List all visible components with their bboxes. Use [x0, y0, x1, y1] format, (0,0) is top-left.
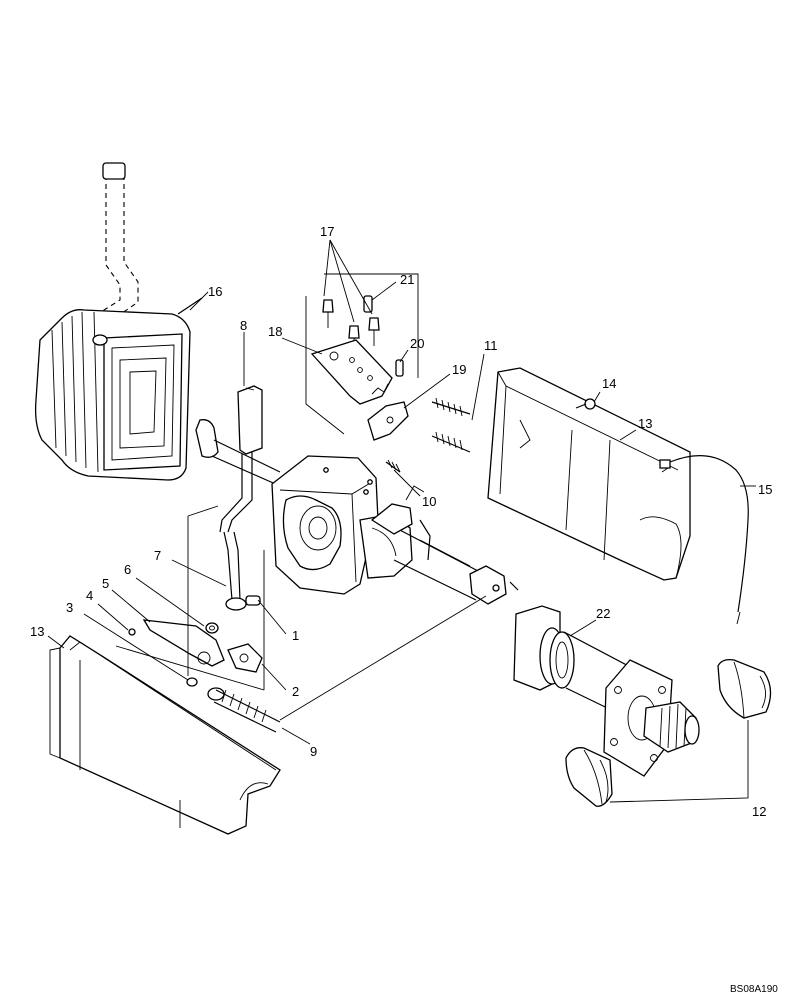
callout-21: 21 — [400, 272, 414, 287]
figure-code: BS08A190 — [730, 984, 778, 995]
plate-18 — [310, 339, 393, 405]
callout-13-left: 13 — [30, 624, 44, 639]
callout-12: 12 — [752, 804, 766, 819]
cover-part-13-right — [487, 367, 691, 581]
spring-10 — [385, 459, 401, 473]
washer-6 — [205, 622, 219, 634]
detent-plate-assembly — [305, 273, 471, 535]
cover-part-13-left — [49, 635, 281, 835]
screw-17-right — [368, 317, 380, 346]
pin-20 — [395, 359, 404, 377]
detent-19 — [367, 401, 409, 441]
callout-22: 22 — [596, 606, 610, 621]
callout-6: 6 — [124, 562, 131, 577]
pin-3 — [186, 677, 198, 687]
callout-13-right: 13 — [638, 416, 652, 431]
callout-16: 16 — [208, 284, 222, 299]
callout-10: 10 — [422, 494, 436, 509]
callout-8: 8 — [240, 318, 247, 333]
callout-19: 19 — [452, 362, 466, 377]
callout-11: 11 — [484, 338, 498, 353]
pin-21 — [363, 295, 373, 313]
cable-part-15 — [659, 455, 749, 625]
plate-2 — [227, 643, 263, 673]
screw-part-14 — [575, 398, 596, 410]
spring-11-upper — [431, 397, 471, 417]
callout-4: 4 — [86, 588, 93, 603]
callout-7: 7 — [154, 548, 161, 563]
rubber-boot-part-16 — [34, 162, 203, 481]
screw-17-left — [322, 299, 334, 328]
callout-3: 3 — [66, 600, 73, 615]
callout-20: 20 — [410, 336, 424, 351]
spring-part-9 — [207, 687, 281, 733]
small-parts-cluster — [115, 505, 265, 691]
callout-2: 2 — [292, 684, 299, 699]
callout-labels: 1 2 3 4 5 6 7 8 9 10 11 12 13 13 14 15 1… — [30, 224, 772, 819]
leader-lines — [47, 239, 756, 803]
link-plate-5 — [142, 619, 225, 667]
spring-11-lower — [431, 431, 471, 453]
bearing-halves-part-12 — [565, 658, 772, 807]
callout-5: 5 — [102, 576, 109, 591]
callout-14: 14 — [602, 376, 616, 391]
pin-4 — [128, 628, 136, 636]
callout-1: 1 — [292, 628, 299, 643]
callout-15: 15 — [758, 482, 772, 497]
callout-17: 17 — [320, 224, 334, 239]
shaft-assembly-part-22 — [513, 605, 700, 777]
callout-18: 18 — [268, 324, 282, 339]
callout-9: 9 — [310, 744, 317, 759]
shift-lever-part-8 — [219, 385, 263, 611]
